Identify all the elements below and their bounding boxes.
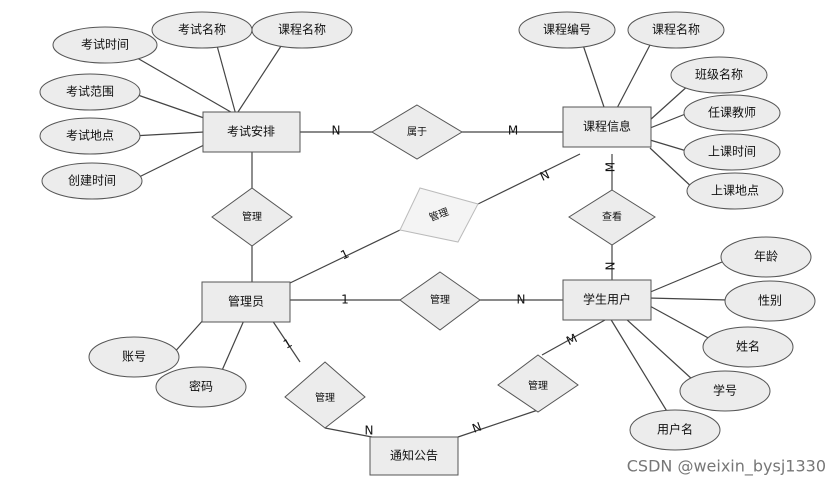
- watermark: CSDN @weixin_bysj1330: [627, 457, 826, 477]
- attr-exam-time: 考试时间: [52, 26, 158, 64]
- attr-admin-account: 账号: [88, 336, 180, 378]
- attr-course-class: 班级名称: [670, 56, 768, 94]
- svg-text:考试时间: 考试时间: [81, 37, 129, 52]
- svg-text:班级名称: 班级名称: [695, 67, 743, 82]
- svg-text:课程名称: 课程名称: [278, 22, 326, 37]
- svg-text:考试范围: 考试范围: [66, 84, 114, 99]
- attr-exam-name: 考试名称: [151, 11, 253, 49]
- entity-notice-label: 通知公告: [390, 449, 438, 463]
- svg-text:上课地点: 上课地点: [711, 184, 759, 198]
- relationship-manage-course: 管理: [399, 187, 479, 243]
- svg-text:N: N: [332, 124, 341, 138]
- entity-student-label: 学生用户: [583, 292, 631, 307]
- svg-text:密码: 密码: [189, 379, 213, 394]
- attr-student-name: 姓名: [702, 326, 794, 368]
- svg-text:M: M: [508, 124, 518, 138]
- svg-text:用户名: 用户名: [657, 422, 693, 437]
- svg-text:年龄: 年龄: [754, 250, 778, 264]
- attr-exam-location: 考试地点: [39, 117, 141, 155]
- svg-text:创建时间: 创建时间: [68, 174, 116, 188]
- attr-course-location: 上课地点: [686, 172, 784, 210]
- svg-text:N: N: [470, 419, 483, 435]
- svg-text:N: N: [365, 424, 374, 438]
- attr-exam-created: 创建时间: [41, 162, 143, 200]
- svg-text:1: 1: [281, 336, 295, 352]
- svg-text:考试名称: 考试名称: [178, 22, 226, 37]
- attr-course-time: 上课时间: [683, 133, 781, 171]
- attr-course-teacher: 任课教师: [683, 94, 781, 132]
- attr-student-age: 年龄: [720, 236, 812, 278]
- svg-text:M: M: [564, 331, 579, 348]
- entity-notice: 通知公告: [369, 436, 459, 476]
- svg-text:课程名称: 课程名称: [652, 22, 700, 37]
- svg-text:管理: 管理: [242, 210, 262, 223]
- relationship-belongs: 属于: [371, 104, 463, 160]
- svg-text:M: M: [604, 162, 618, 172]
- attr-admin-password: 密码: [155, 366, 247, 408]
- svg-text:1: 1: [341, 293, 349, 307]
- relationship-manage-student: 管理: [399, 271, 481, 331]
- entity-admin-label: 管理员: [228, 294, 264, 309]
- connector-lines: [131, 39, 729, 438]
- attr-exam-course-name: 课程名称: [251, 11, 353, 49]
- entity-student: 学生用户: [562, 279, 652, 321]
- svg-text:属于: 属于: [407, 126, 427, 138]
- svg-text:考试地点: 考试地点: [66, 128, 114, 143]
- entity-exam: 考试安排: [202, 111, 301, 153]
- attr-exam-scope: 考试范围: [39, 73, 141, 111]
- svg-text:账号: 账号: [122, 350, 146, 364]
- svg-text:N: N: [538, 167, 552, 183]
- svg-text:管理: 管理: [528, 379, 548, 392]
- svg-text:课程编号: 课程编号: [543, 22, 591, 37]
- attr-student-id: 学号: [679, 370, 771, 412]
- svg-text:性别: 性别: [758, 294, 782, 308]
- entity-admin: 管理员: [201, 281, 291, 323]
- svg-text:N: N: [604, 262, 618, 271]
- relationship-view: 查看: [568, 189, 656, 246]
- svg-text:管理: 管理: [430, 293, 450, 306]
- entity-course: 课程信息: [562, 106, 652, 148]
- attr-course-name: 课程名称: [627, 11, 725, 49]
- svg-text:姓名: 姓名: [736, 339, 760, 354]
- svg-text:查看: 查看: [602, 210, 622, 223]
- relationship-manage-exam: 管理: [211, 187, 293, 247]
- entity-course-label: 课程信息: [583, 119, 631, 134]
- entity-exam-label: 考试安排: [227, 124, 275, 139]
- relationship-manage-notice-admin: 管理: [284, 361, 366, 429]
- attr-course-id: 课程编号: [518, 11, 616, 49]
- attr-student-gender: 性别: [724, 280, 816, 322]
- svg-text:管理: 管理: [315, 391, 335, 404]
- relationship-manage-notice-student: 管理: [497, 354, 579, 413]
- svg-text:N: N: [517, 293, 526, 307]
- svg-text:学号: 学号: [713, 383, 737, 398]
- svg-text:任课教师: 任课教师: [708, 105, 756, 120]
- attr-student-username: 用户名: [629, 409, 721, 451]
- svg-text:上课时间: 上课时间: [708, 145, 756, 159]
